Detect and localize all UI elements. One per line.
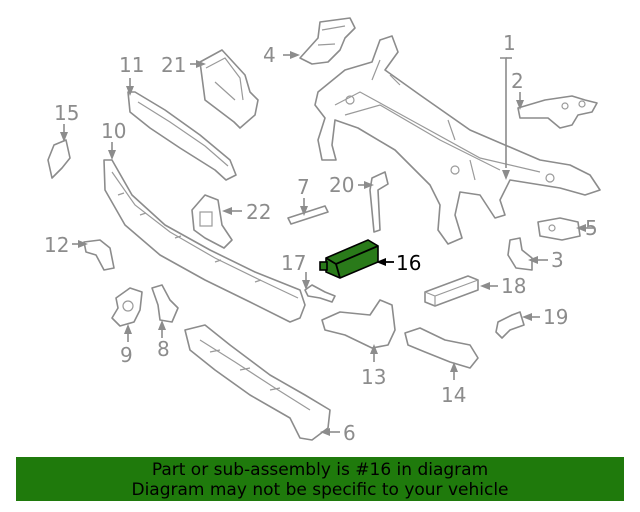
part-3-bracket xyxy=(507,237,533,271)
part-6-lower-absorber xyxy=(184,324,331,441)
part-9-mount xyxy=(111,287,143,327)
callout-2: 2 xyxy=(511,69,524,93)
part-17-plate xyxy=(304,284,336,303)
callout-5: 5 xyxy=(585,216,598,240)
callout-18: 18 xyxy=(501,274,526,298)
callout-16: 16 xyxy=(396,251,421,275)
banner-line-2: Diagram may not be specific to your vehi… xyxy=(131,480,509,500)
callout-17: 17 xyxy=(281,251,306,275)
callout-10: 10 xyxy=(101,119,126,143)
part-19-bracket xyxy=(495,311,525,339)
part-18-block xyxy=(424,275,479,307)
info-banner: Part or sub-assembly is #16 in diagram D… xyxy=(16,457,624,501)
part-14-bracket xyxy=(404,327,479,369)
part-22-bracket xyxy=(191,194,233,249)
callout-19: 19 xyxy=(543,305,568,329)
callout-4: 4 xyxy=(263,43,276,67)
part-4-bracket xyxy=(299,17,356,65)
part-8-bracket xyxy=(151,284,179,323)
part-5-bracket xyxy=(537,217,581,241)
part-21-sensor xyxy=(199,49,259,129)
callout-14: 14 xyxy=(441,383,466,407)
callout-20: 20 xyxy=(329,173,354,197)
part-15-bracket xyxy=(47,139,71,179)
callout-15: 15 xyxy=(54,101,79,125)
part-2-bracket xyxy=(517,95,598,129)
callout-3: 3 xyxy=(551,248,564,272)
part-10-reinforcement xyxy=(103,159,306,323)
callout-11: 11 xyxy=(119,53,144,77)
callout-22: 22 xyxy=(246,200,271,224)
parts-diagram: 1 2 3 4 5 6 7 xyxy=(44,17,601,445)
callout-12: 12 xyxy=(44,233,69,257)
banner-line-1: Part or sub-assembly is #16 in diagram xyxy=(151,460,489,480)
callout-9: 9 xyxy=(120,343,133,367)
callout-21: 21 xyxy=(161,53,186,77)
callout-13: 13 xyxy=(361,365,386,389)
callout-8: 8 xyxy=(157,337,170,361)
part-16-module-highlighted xyxy=(319,239,379,279)
callout-7: 7 xyxy=(297,175,310,199)
callout-6: 6 xyxy=(343,421,356,445)
part-11-upper-bar xyxy=(127,91,237,181)
part-1-radiator-support xyxy=(314,35,601,245)
part-20-rod xyxy=(369,171,389,233)
part-7-strip xyxy=(287,205,329,225)
callout-1: 1 xyxy=(503,31,516,55)
part-12-bracket xyxy=(83,239,115,271)
part-13-bracket xyxy=(321,299,396,349)
